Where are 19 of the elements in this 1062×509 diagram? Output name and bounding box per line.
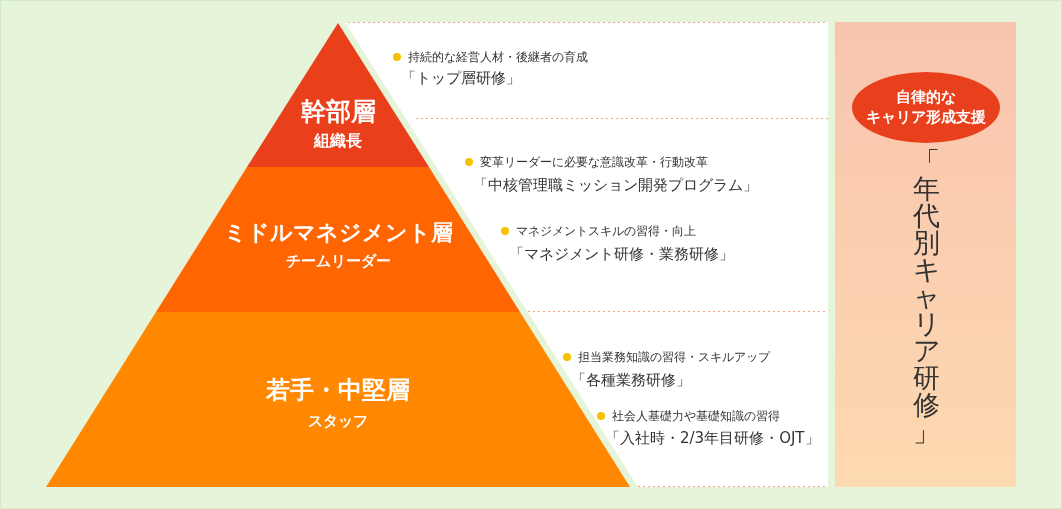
bullet-text: マネジメントスキルの習得・向上 [516,223,696,239]
program-name: 「マネジメント研修・業務研修」 [509,245,734,263]
vertical-title: 「年代別キャリア研修」 [912,148,940,445]
program-name: 「トップ層研修」 [401,69,521,87]
bullet-text: 担当業務知識の習得・スキルアップ [578,349,770,365]
tier-subtitle: チームリーダー [285,252,391,270]
tier-title: 若手・中堅層 [266,375,410,405]
bullet-text: 持続的な経営人材・後継者の育成 [408,49,588,65]
program-name: 「各種業務研修」 [571,371,691,389]
tier-subtitle: 組織長 [314,131,362,151]
tier-subtitle: スタッフ [308,412,368,430]
program-name: 「中核管理職ミッション開発プログラム」 [473,176,758,194]
bullet-text: 変革リーダーに必要な意識改革・行動改革 [480,154,708,170]
side-panel [835,22,1016,487]
bullet-text: 社会人基礎力や基礎知識の習得 [612,408,780,424]
program-name: 「入社時・2/3年目研修・OJT」 [605,429,820,447]
tier-title: 幹部層 [300,97,376,127]
tier-title: ミドルマネジメント層 [223,219,453,247]
oval-label: 自律的なキャリア形成支援 [852,72,1000,143]
